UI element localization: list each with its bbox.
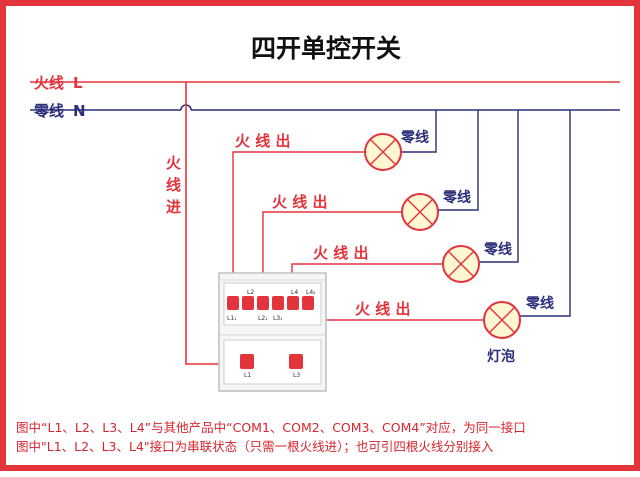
output-label-3: 火 线 出 bbox=[313, 244, 368, 262]
neutral-drop-4 bbox=[520, 110, 571, 317]
live-in-char-1: 火 bbox=[166, 154, 182, 172]
terminal-top-label-2: L4 bbox=[291, 289, 298, 296]
caption-line-1: 图中“L1、L2、L3、L4”与其他产品中“COM1、COM2、COM3、COM… bbox=[16, 420, 526, 435]
output-wire-2 bbox=[262, 211, 402, 296]
terminal-top-label-1: L2 bbox=[247, 289, 254, 296]
live-line-letter: L bbox=[73, 74, 83, 92]
terminal-l3 bbox=[287, 296, 299, 310]
output-label-2: 火 线 出 bbox=[272, 193, 327, 211]
neutral-drop-1 bbox=[401, 110, 437, 153]
live-line-label: 火线 bbox=[34, 74, 64, 92]
bulb-neutral-label-3: 零线 bbox=[483, 241, 512, 258]
neutral-drop-2 bbox=[438, 110, 479, 211]
bulb-icon-3 bbox=[442, 245, 480, 283]
bulb-icon-2 bbox=[401, 193, 439, 231]
terminal-bottom-label-2: L2₁ bbox=[258, 315, 268, 322]
bulb-neutral-label-1: 零线 bbox=[400, 129, 429, 146]
neutral-drop-3 bbox=[479, 110, 519, 263]
terminal-l2 bbox=[257, 296, 269, 310]
base-terminal-label-2: L3 bbox=[293, 372, 300, 379]
terminal-l1-bridge bbox=[242, 296, 254, 310]
bulb-neutral-label-2: 零线 bbox=[442, 189, 471, 206]
terminal-bottom-label-1: L1₁ bbox=[227, 315, 237, 322]
live-in-char-3: 进 bbox=[166, 198, 181, 216]
output-label-4: 火 线 出 bbox=[355, 300, 410, 318]
caption-line-2: 图中"L1、L2、L3、L4"接口为串联状态（只需一根火线进）；也可引四根火线分… bbox=[16, 439, 494, 454]
live-in-char-2: 线 bbox=[166, 176, 181, 194]
terminal-l4 bbox=[302, 296, 314, 310]
bulb-icon-1 bbox=[364, 133, 402, 171]
base-terminal-l1 bbox=[240, 354, 254, 369]
caption: 图中“L1、L2、L3、L4”与其他产品中“COM1、COM2、COM3、COM… bbox=[16, 418, 636, 456]
output-wire-1 bbox=[232, 151, 365, 296]
terminal-l1 bbox=[227, 296, 239, 310]
neutral-line-letter: N bbox=[73, 102, 86, 120]
base-terminal-label-1: L1 bbox=[244, 372, 251, 379]
bulb-icon-4 bbox=[483, 301, 521, 339]
output-label-1: 火 线 出 bbox=[235, 132, 290, 150]
terminal-bottom-label-3: L3₁ bbox=[273, 315, 283, 322]
bulb-label: 灯泡 bbox=[487, 348, 515, 365]
base-terminal-l3 bbox=[289, 354, 303, 369]
wiring-diagram: 四开单控开关 火线 L 零线 N 火 线 进 火 线 出 火 线 出 火 线 出… bbox=[30, 34, 620, 392]
neutral-line-label: 零线 bbox=[33, 102, 64, 120]
terminal-top-label-3: L4₂ bbox=[306, 289, 316, 296]
terminal-l2-bridge bbox=[272, 296, 284, 310]
diagram-title: 四开单控开关 bbox=[251, 34, 401, 63]
bulb-neutral-label-4: 零线 bbox=[525, 295, 554, 312]
